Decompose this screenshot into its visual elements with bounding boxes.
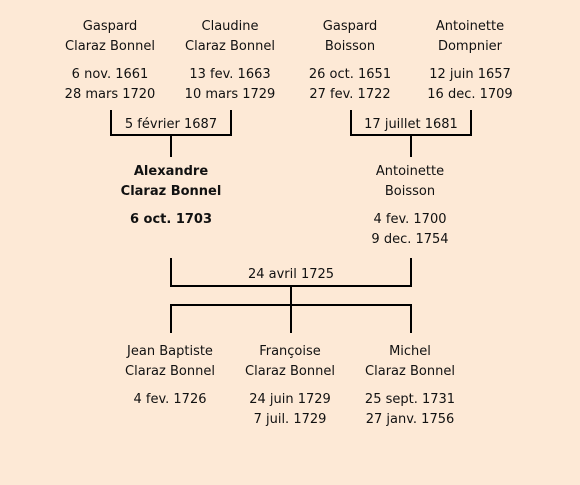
connector-line	[170, 258, 172, 286]
last-name: Claraz Bonnel	[65, 39, 155, 54]
death-date: 9 dec. 1754	[371, 232, 449, 247]
connector-line	[230, 110, 232, 135]
person-antoinette-boisson: Antoinette Boisson 4 fev. 1700 9 dec. 17…	[345, 162, 475, 250]
person-antoinette-dompnier: Antoinette Dompnier 12 juin 1657 16 dec.…	[405, 17, 535, 105]
first-name: Alexandre	[133, 164, 209, 179]
death-date: 27 janv. 1756	[365, 412, 455, 427]
first-name: Claudine	[201, 19, 259, 34]
death-date: 28 mars 1720	[64, 87, 156, 102]
first-name: Françoise	[259, 344, 321, 359]
marriage-date-left: 5 février 1687	[115, 117, 227, 133]
connector-line	[290, 305, 292, 333]
connector-line	[410, 135, 412, 157]
first-name: Gaspard	[322, 19, 378, 34]
person-alexandre-claraz-bonnel: Alexandre Claraz Bonnel 6 oct. 1703	[106, 162, 236, 230]
person-gaspard-boisson: Gaspard Boisson 26 oct. 1651 27 fev. 172…	[285, 17, 415, 105]
person-michel-claraz-bonnel: Michel Claraz Bonnel 25 sept. 1731 27 ja…	[345, 342, 475, 430]
person-jean-baptiste-claraz-bonnel: Jean Baptiste Claraz Bonnel 4 fev. 1726	[105, 342, 235, 410]
connector-line	[410, 305, 412, 333]
connector-line	[470, 110, 472, 135]
death-date: 27 fev. 1722	[309, 87, 391, 102]
person-francoise-claraz-bonnel: Françoise Claraz Bonnel 24 juin 1729 7 j…	[225, 342, 355, 430]
connector-line	[350, 110, 352, 135]
first-name: Antoinette	[435, 19, 505, 34]
death-date: 10 mars 1729	[184, 87, 276, 102]
person-claudine-claraz-bonnel: Claudine Claraz Bonnel 13 fev. 1663 10 m…	[165, 17, 295, 105]
death-date: 16 dec. 1709	[427, 87, 513, 102]
person-gaspard-claraz-bonnel: Gaspard Claraz Bonnel 6 nov. 1661 28 mar…	[45, 17, 175, 105]
connector-line	[170, 305, 172, 333]
last-name: Claraz Bonnel	[125, 364, 215, 379]
birth-date: 4 fev. 1700	[373, 212, 447, 227]
birth-date: 24 juin 1729	[249, 392, 331, 407]
last-name: Claraz Bonnel	[185, 39, 275, 54]
last-name: Boisson	[384, 184, 436, 199]
last-name: Boisson	[324, 39, 376, 54]
marriage-date-right: 17 juillet 1681	[355, 117, 467, 133]
birth-date: 26 oct. 1651	[308, 67, 392, 82]
marriage-date-main: 24 avril 1725	[235, 267, 347, 283]
death-date: 7 juil. 1729	[253, 412, 327, 427]
first-name: Jean Baptiste	[127, 344, 213, 359]
last-name: Claraz Bonnel	[120, 184, 222, 199]
birth-date: 6 nov. 1661	[71, 67, 149, 82]
first-name: Michel	[389, 344, 431, 359]
connector-line	[290, 286, 292, 305]
last-name: Claraz Bonnel	[245, 364, 335, 379]
first-name: Gaspard	[82, 19, 138, 34]
last-name: Claraz Bonnel	[365, 364, 455, 379]
connector-line	[170, 135, 172, 157]
birth-date: 13 fev. 1663	[189, 67, 271, 82]
first-name: Antoinette	[375, 164, 445, 179]
birth-date: 12 juin 1657	[429, 67, 511, 82]
last-name: Dompnier	[437, 39, 503, 54]
birth-date: 6 oct. 1703	[129, 212, 213, 227]
connector-line	[410, 258, 412, 286]
connector-line	[110, 110, 112, 135]
birth-date: 25 sept. 1731	[364, 392, 456, 407]
birth-date: 4 fev. 1726	[133, 392, 207, 407]
